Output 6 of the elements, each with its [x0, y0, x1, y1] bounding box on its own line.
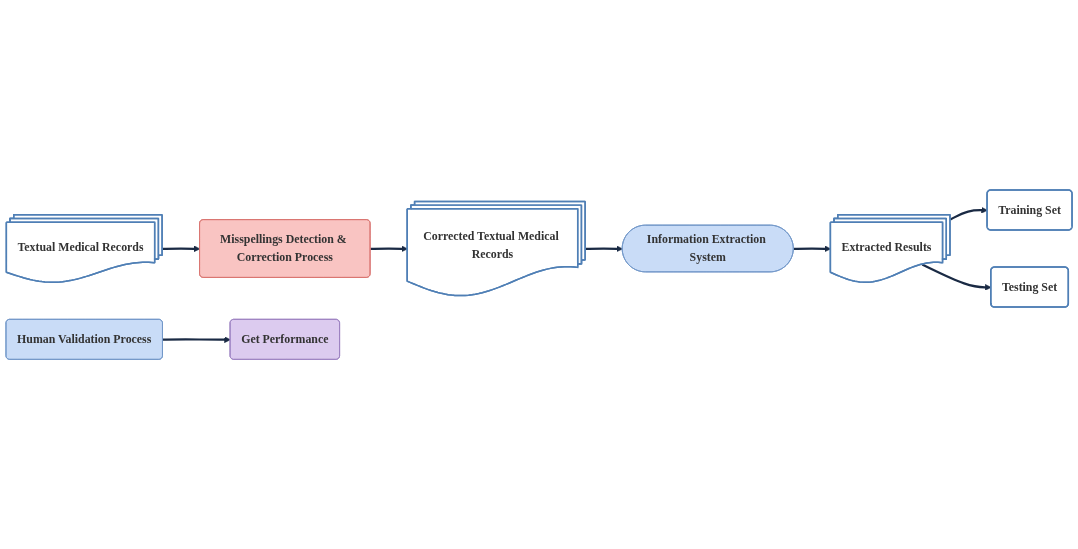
arrow	[949, 206, 988, 221]
arrow	[162, 245, 201, 252]
arrow	[585, 245, 623, 252]
arrow	[793, 245, 832, 252]
arrow	[370, 245, 408, 252]
arrow	[162, 336, 231, 343]
